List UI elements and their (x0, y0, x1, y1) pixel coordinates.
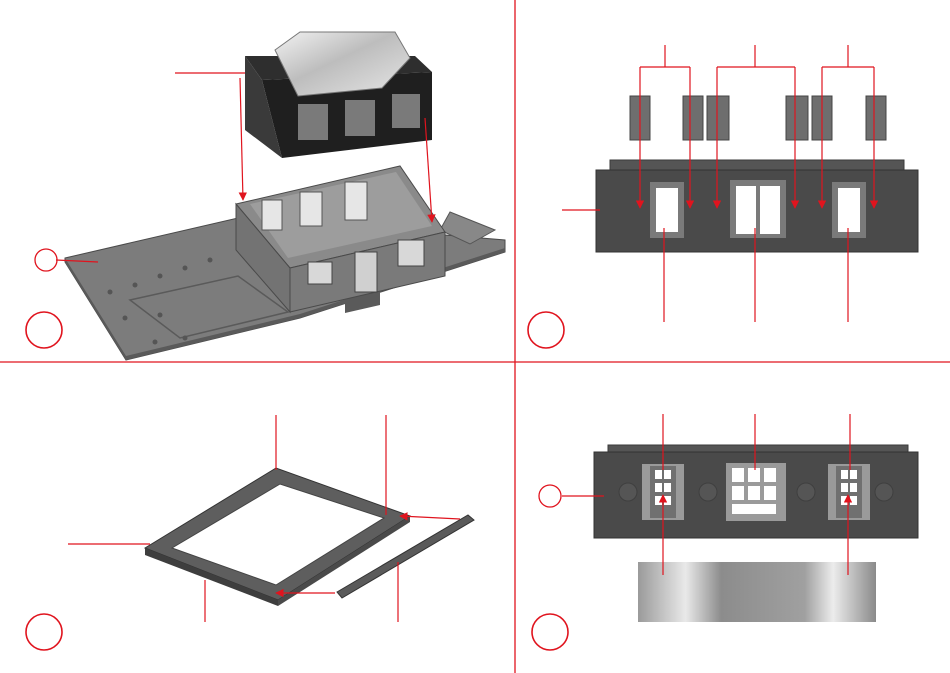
window-insert-parts (630, 96, 886, 140)
callout-circle (35, 249, 57, 271)
step-number-badge (26, 614, 62, 650)
step-number-badge (26, 312, 62, 348)
panel-step-1 (26, 32, 505, 360)
panel-step-4 (532, 414, 918, 650)
callout-circle (539, 485, 561, 507)
step-number-badge (528, 312, 564, 348)
panel-step-2 (528, 45, 918, 348)
glazing-sheet (638, 562, 876, 622)
panel-step-3 (26, 415, 474, 650)
step-number-badge (532, 614, 568, 650)
